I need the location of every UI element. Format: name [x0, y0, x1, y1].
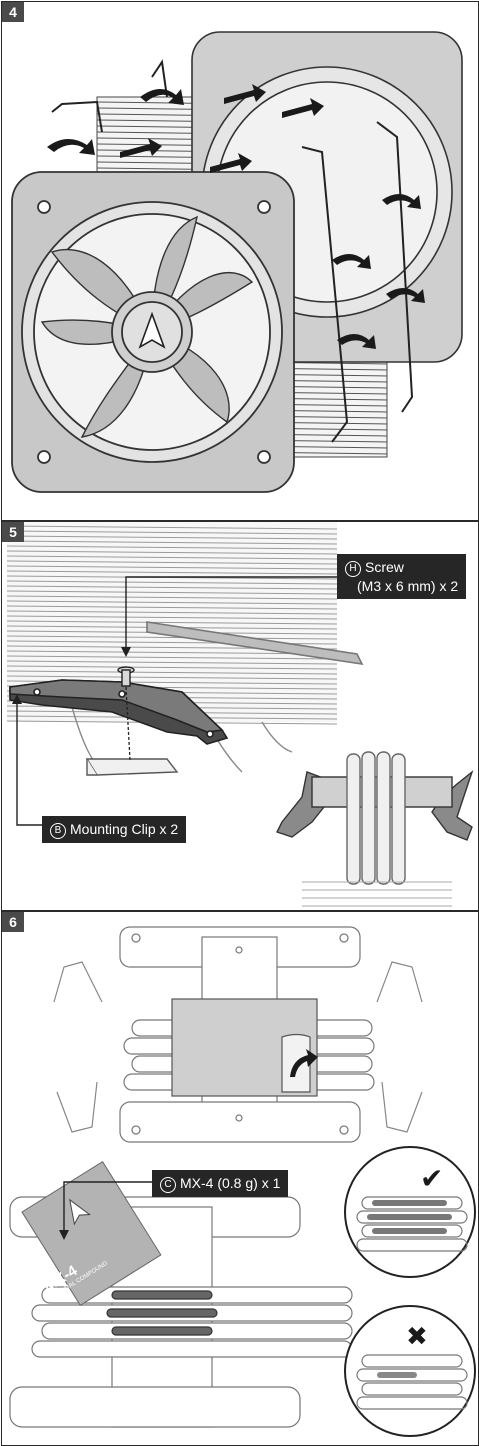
- cross-icon: ✖: [406, 1322, 428, 1352]
- fan-clip-wires: [53, 961, 423, 1133]
- incorrect-application-inset: [344, 1305, 476, 1437]
- step-number: 5: [2, 522, 24, 542]
- fin-line: [6, 530, 338, 535]
- fin-line: [6, 560, 338, 565]
- fin-line: [6, 600, 338, 605]
- fin-line: [6, 665, 338, 670]
- cooler-base-top-view: [119, 926, 375, 1143]
- step-4-panel: 4: [1, 1, 479, 521]
- fin-line: [6, 605, 338, 610]
- correct-application-inset: [344, 1146, 476, 1278]
- guide-line-dashed: [125, 686, 131, 761]
- callout-letter-badge: B: [50, 823, 66, 839]
- fin-line: [6, 595, 338, 600]
- direction-arrow-icon: [120, 84, 324, 173]
- fin-line: [6, 550, 338, 555]
- screw-callout-line2: (M3 x 6 mm) x 2: [357, 578, 459, 594]
- cooler-base: [85, 758, 179, 776]
- callout-leader-lines: [16, 576, 337, 826]
- fin-line: [6, 615, 338, 620]
- mounting-clip-callout-text: Mounting Clip x 2: [70, 821, 179, 837]
- step-number: 4: [2, 2, 24, 22]
- mx4-callout-text: MX-4 (0.8 g) x 1: [180, 1175, 281, 1191]
- front-fan: [11, 171, 295, 493]
- callout-letter-badge: C: [160, 1177, 176, 1193]
- fin-line: [6, 570, 338, 575]
- rotate-arrow-icon: [47, 88, 425, 349]
- mounting-clip-illustration: [6, 522, 474, 907]
- screw-icon: [117, 666, 135, 687]
- fin-line: [6, 545, 338, 550]
- peel-arrow-icon: [290, 1049, 318, 1077]
- screw-callout-line1: Screw: [365, 559, 404, 575]
- fin-line: [6, 670, 338, 675]
- fin-line: [6, 540, 338, 545]
- fin-line: [6, 610, 338, 615]
- fin-line: [6, 620, 338, 625]
- thermal-paste-illustration: [9, 926, 476, 1437]
- fin-line: [6, 585, 338, 590]
- callout-leader-lines: [63, 1181, 152, 1234]
- arctic-logo-icon: [138, 311, 166, 349]
- fin-line: [6, 590, 338, 595]
- fin-line: [6, 535, 338, 540]
- check-icon: ✔: [420, 1162, 444, 1195]
- fin-line: [6, 565, 338, 570]
- fan-installation-illustration: [11, 31, 463, 493]
- fin-line: [6, 525, 338, 530]
- fan-clip-wires: [51, 59, 414, 443]
- fin-line: [6, 660, 338, 665]
- mounting-clip: [9, 621, 364, 745]
- step-number: 6: [2, 912, 24, 932]
- fin-line: [6, 635, 338, 640]
- fin-line: [6, 580, 338, 585]
- fin-line: [6, 675, 338, 680]
- step-5-panel: 5: [1, 521, 479, 911]
- fin-line: [6, 655, 338, 660]
- assembled-inset: [276, 751, 474, 907]
- mx4-paste-packet: [21, 1160, 162, 1306]
- callout-letter-badge: H: [345, 561, 361, 577]
- fin-line: [6, 650, 338, 655]
- step-6-panel: 6: [1, 911, 479, 1446]
- fin-line: [6, 555, 338, 560]
